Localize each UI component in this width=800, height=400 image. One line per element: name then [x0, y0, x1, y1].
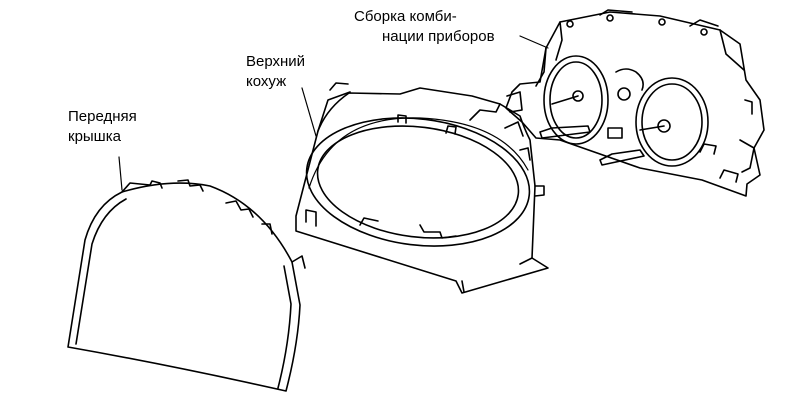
front-cover-label-line2: крышка [68, 128, 121, 145]
upper-shroud-label: Верхний кохуж [246, 52, 305, 92]
front-cover-part [67, 179, 306, 392]
cluster-assembly-label: Сборка комби- нации приборов [354, 7, 495, 47]
front-cover-label: Передняя крышка [68, 107, 137, 147]
upper-shroud-label-line1: Верхний [246, 53, 306, 70]
cluster-assembly-leader-line [519, 35, 549, 49]
cluster-assembly-label-line1: Сборка комби- [354, 8, 457, 25]
upper-shroud-leader-line [301, 87, 317, 137]
cluster-assembly-part [505, 9, 765, 197]
upper-shroud-part [295, 82, 549, 294]
cluster-assembly-label-line2: нации приборов [382, 28, 495, 45]
front-cover-label-line1: Передняя [68, 108, 137, 125]
upper-shroud-label-line2: кохуж [246, 73, 287, 90]
front-cover-leader-line [118, 156, 123, 191]
